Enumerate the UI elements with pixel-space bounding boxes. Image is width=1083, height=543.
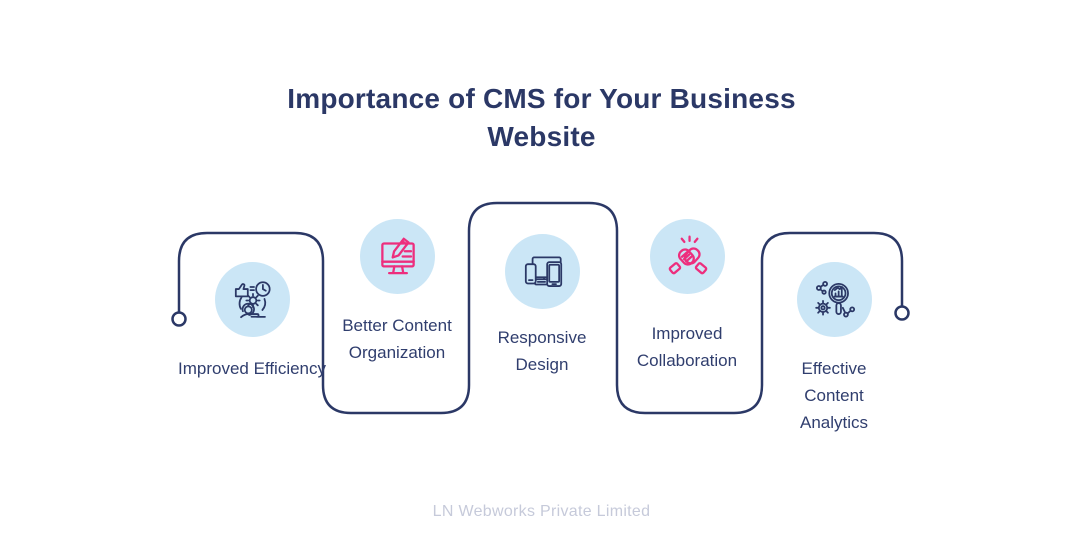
icon-circle (360, 219, 435, 294)
icon-circle (505, 234, 580, 309)
item-label: Responsive Design (497, 328, 587, 374)
item-label: Improved Efficiency (177, 359, 327, 378)
path-start-dot (171, 311, 187, 327)
item-label: Improved Collaboration (636, 324, 738, 370)
item-label: Effective Content Analytics (799, 359, 869, 432)
path-end-dot (894, 305, 910, 321)
responsive-devices-icon (524, 256, 562, 287)
collaboration-icon (668, 235, 707, 274)
page-title: Importance of CMS for Your Business Webs… (287, 83, 796, 152)
icon-circle (215, 262, 290, 337)
icon-circle (797, 262, 872, 337)
efficiency-icon (234, 280, 271, 318)
footer-credit: LN Webworks Private Limited (432, 503, 651, 520)
icon-circle (650, 219, 725, 294)
content-organization-icon (380, 237, 415, 274)
item-label: Better Content Organization (342, 316, 452, 362)
content-analytics-icon (814, 280, 855, 317)
